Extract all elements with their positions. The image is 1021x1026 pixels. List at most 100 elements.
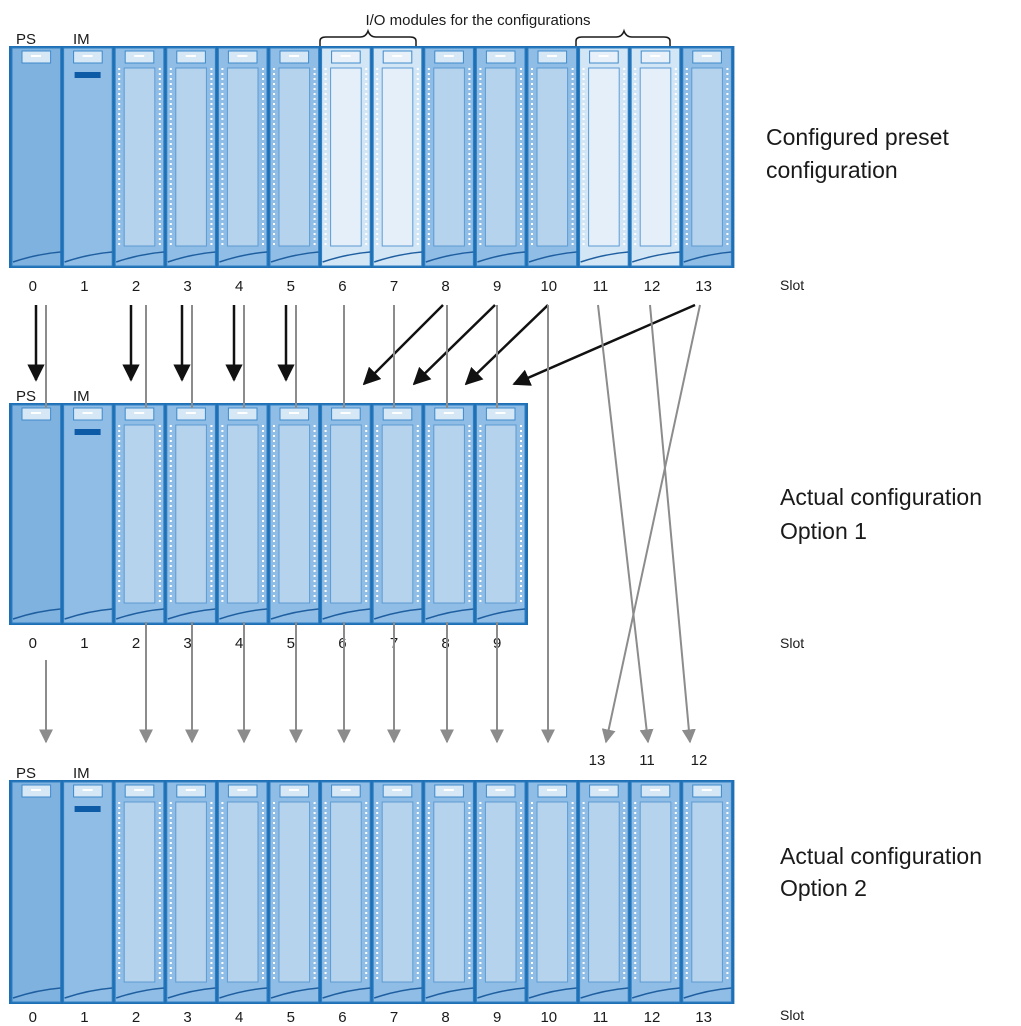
rack-option2 [9, 780, 735, 1004]
module-slot-12 [630, 781, 681, 1003]
rack-option1 [9, 403, 528, 625]
module-slot-9 [475, 47, 526, 267]
slot-label-option1: Slot [780, 635, 804, 651]
module-slot-5 [269, 47, 320, 267]
module-slot-2 [114, 404, 165, 624]
slot-number-10: 10 [540, 278, 557, 295]
module-slot-4 [217, 47, 268, 267]
slot-number-4: 4 [235, 278, 243, 295]
slot-number-6: 6 [338, 278, 346, 295]
slot-number-8: 8 [441, 1009, 449, 1026]
preset-title-line2: configuration [766, 157, 898, 183]
ps-label-option2: PS [16, 765, 36, 782]
slot-number-11: 11 [593, 1009, 609, 1026]
ps-label-preset: PS [16, 31, 36, 48]
slot-number-3: 3 [183, 1009, 191, 1026]
module-slot-10 [527, 781, 578, 1003]
slot-number-0: 0 [29, 278, 37, 295]
slot-number-7: 7 [390, 278, 398, 295]
gray-arrow-11 [597, 304, 654, 744]
io-modules-label: I/O modules for the configurations [365, 12, 590, 29]
module-slot-7 [372, 404, 423, 624]
slot-number-3: 3 [183, 635, 191, 652]
module-slot-3 [166, 47, 216, 267]
slot-number-6: 6 [338, 1009, 346, 1026]
im-label-option2: IM [73, 765, 90, 782]
module-slot-13 [682, 781, 732, 1003]
gray-arrows-option1-to-option2 [39, 304, 701, 744]
slot-number-9: 9 [493, 1009, 501, 1026]
slot-number-5: 5 [287, 635, 295, 652]
option1-title-line2: Option 1 [780, 518, 867, 544]
module-slot-8 [424, 781, 474, 1003]
slot-number-3: 3 [183, 278, 191, 295]
option2-extra-number-12: 12 [691, 752, 708, 769]
module-slot-0 [11, 404, 62, 624]
module-slot-4 [217, 404, 268, 624]
gray-arrow-13 [601, 304, 701, 744]
module-slot-7 [372, 781, 423, 1003]
bracket-left [319, 28, 417, 48]
slot-number-0: 0 [29, 635, 37, 652]
slot-number-12: 12 [644, 1009, 661, 1026]
ps-label-option1: PS [16, 388, 36, 405]
gray-arrow-12 [649, 304, 696, 744]
option2-title-line1: Actual configuration [780, 843, 982, 869]
arrow-10-to-8 [464, 304, 549, 386]
module-slot-0 [11, 47, 62, 267]
slot-number-11: 11 [593, 278, 609, 295]
slot-number-12: 12 [644, 278, 661, 295]
arrow-9-to-7 [412, 304, 496, 386]
module-slot-1 [63, 781, 113, 1003]
slot-number-2: 2 [132, 635, 140, 652]
option2-extra-number-13: 13 [589, 752, 606, 769]
slot-number-10: 10 [540, 1009, 557, 1026]
module-slot-10 [527, 47, 578, 267]
module-slot-5 [269, 404, 320, 624]
module-slot-9 [475, 404, 526, 624]
module-slot-2 [114, 47, 165, 267]
module-slot-8 [424, 47, 474, 267]
arrow-8-to-6 [362, 304, 444, 386]
slot-number-7: 7 [390, 1009, 398, 1026]
black-arrows-preset-to-option1 [27, 303, 696, 386]
slot-number-1: 1 [80, 278, 88, 295]
slot-label-preset: Slot [780, 277, 804, 293]
bracket-right [575, 28, 671, 48]
slot-number-4: 4 [235, 635, 243, 652]
slot-number-1: 1 [80, 635, 88, 652]
module-slot-1 [63, 47, 113, 267]
slot-number-2: 2 [132, 278, 140, 295]
slot-label-option2: Slot [780, 1007, 804, 1023]
module-slot-3 [166, 404, 216, 624]
slot-number-8: 8 [441, 635, 449, 652]
module-slot-6 [321, 47, 371, 267]
preset-title-line1: Configured preset [766, 124, 949, 150]
module-slot-11 [579, 47, 629, 267]
slot-number-5: 5 [287, 278, 295, 295]
slot-number-0: 0 [29, 1009, 37, 1026]
im-label-option1: IM [73, 388, 90, 405]
slot-number-6: 6 [338, 635, 346, 652]
module-slot-8 [424, 404, 474, 624]
module-slot-0 [11, 781, 62, 1003]
slot-number-2: 2 [132, 1009, 140, 1026]
module-slot-13 [682, 47, 732, 267]
gray-pass-lines [45, 305, 498, 408]
im-label-preset: IM [73, 31, 90, 48]
module-slot-11 [579, 781, 629, 1003]
module-slot-1 [63, 404, 113, 624]
rack-preset [9, 46, 735, 268]
module-slot-6 [321, 404, 371, 624]
option1-title-line1: Actual configuration [780, 484, 982, 510]
slot-number-1: 1 [80, 1009, 88, 1026]
module-slot-2 [114, 781, 165, 1003]
module-slot-9 [475, 781, 526, 1003]
slot-number-13: 13 [695, 1009, 712, 1026]
module-slot-3 [166, 781, 216, 1003]
module-slot-12 [630, 47, 681, 267]
